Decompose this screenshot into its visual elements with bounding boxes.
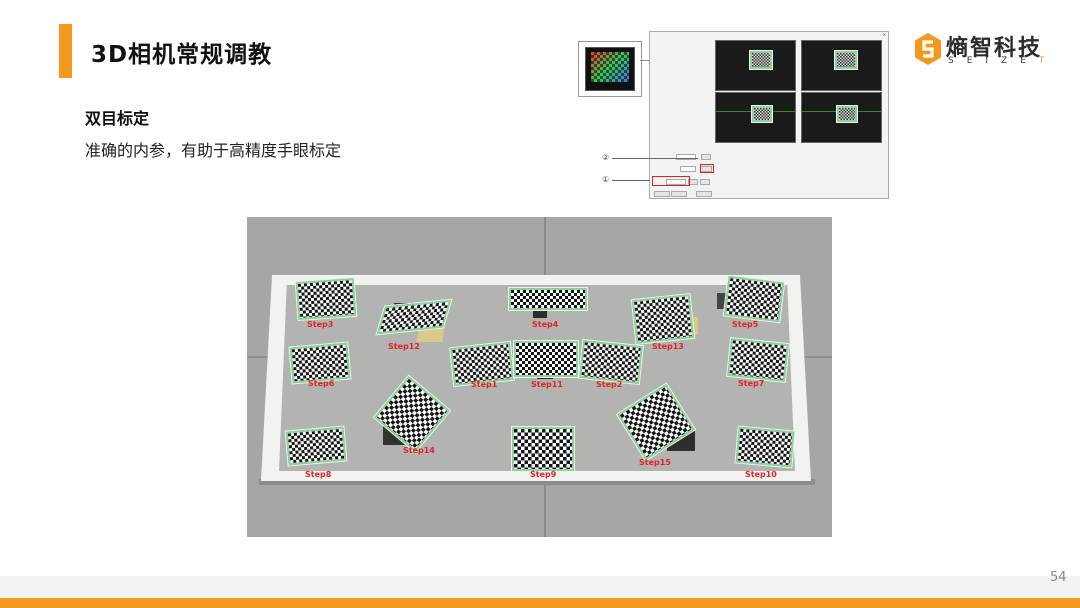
calibration-software-screenshot: ✕ bbox=[649, 31, 889, 199]
step-label-13: Step13 bbox=[652, 342, 684, 351]
step-label-1: Step1 bbox=[471, 380, 498, 389]
support-box-step5 bbox=[717, 293, 727, 309]
step-label-15: Step15 bbox=[639, 458, 671, 467]
camera-view-right-bottom bbox=[801, 92, 882, 143]
title-accent-bar bbox=[59, 24, 72, 78]
marker-2: ② bbox=[602, 153, 610, 162]
board-step2 bbox=[579, 339, 643, 385]
calibration-board-thumbnail bbox=[578, 41, 642, 97]
step-label-2: Step2 bbox=[596, 380, 623, 389]
camera-view-left-bottom bbox=[715, 92, 796, 143]
step-label-3: Step3 bbox=[307, 320, 334, 329]
step-label-6: Step6 bbox=[308, 379, 335, 388]
board-step5 bbox=[723, 275, 785, 323]
logo-name: 熵智科技 bbox=[946, 36, 1043, 61]
board-step3 bbox=[295, 278, 357, 320]
window-close-icon: ✕ bbox=[882, 32, 886, 37]
board-step10 bbox=[735, 426, 795, 468]
logo-subtitle-main: SEIZE bbox=[948, 56, 1039, 66]
footer-accent-bar bbox=[0, 598, 1080, 608]
logo-subtitle: SEIZET bbox=[948, 56, 1057, 66]
board-step4 bbox=[509, 288, 587, 310]
app-settings-panel bbox=[652, 148, 714, 198]
camera-view-left-top bbox=[715, 40, 796, 91]
step-label-8: Step8 bbox=[305, 470, 332, 479]
board-step13 bbox=[631, 294, 695, 344]
hexagon-s-logo-icon bbox=[915, 33, 941, 65]
logo-subtitle-last: T bbox=[1038, 56, 1058, 66]
step-label-10: Step10 bbox=[745, 470, 777, 479]
section-heading: 双目标定 bbox=[85, 109, 150, 128]
page-number: 54 bbox=[1050, 570, 1067, 585]
board-step11 bbox=[514, 341, 578, 377]
calibration-steps-scene: Step3 Step12 Step4 Step13 Step5 Step6 St… bbox=[247, 217, 832, 537]
marker-1: ① bbox=[602, 175, 610, 184]
step-label-5: Step5 bbox=[732, 320, 759, 329]
step-label-14: Step14 bbox=[403, 446, 435, 455]
company-logo: 熵智科技 SEIZET bbox=[914, 30, 1050, 70]
board-step9 bbox=[512, 427, 574, 471]
board-step7 bbox=[727, 338, 789, 382]
board-step8 bbox=[285, 426, 347, 466]
step-label-11: Step11 bbox=[531, 380, 563, 389]
step-label-7: Step7 bbox=[738, 379, 765, 388]
board-step6 bbox=[289, 342, 351, 384]
camera-view-right-top bbox=[801, 40, 882, 91]
marker-2-line bbox=[612, 158, 698, 159]
step-label-9: Step9 bbox=[530, 470, 557, 479]
step-label-12: Step12 bbox=[388, 342, 420, 351]
step-label-4: Step4 bbox=[532, 320, 559, 329]
description-text: 准确的内参，有助于高精度手眼标定 bbox=[85, 141, 342, 160]
mat-edge bbox=[259, 479, 815, 485]
slide-title: 3D相机常规调教 bbox=[91, 42, 273, 68]
marker-1-line bbox=[612, 180, 650, 181]
footer-band bbox=[0, 576, 1080, 598]
